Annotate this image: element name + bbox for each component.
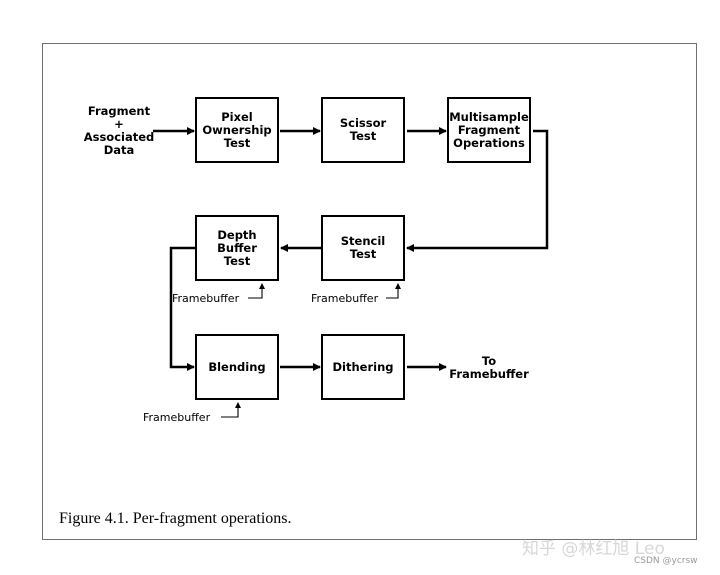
framebuffer-label-stencil: Framebuffer bbox=[311, 292, 379, 305]
watermark-csdn: CSDN @ycrsw bbox=[634, 556, 698, 566]
scissor-test-box: Scissor Test bbox=[321, 97, 405, 163]
pixel-ownership-test-box: Pixel Ownership Test bbox=[195, 97, 279, 163]
arrow-multisample-to-stencil bbox=[406, 129, 549, 252]
framebuffer-label-blending: Framebuffer bbox=[143, 411, 211, 424]
stencil-test-box: Stencil Test bbox=[321, 215, 405, 281]
figure-frame bbox=[42, 43, 697, 540]
arrow-depth-to-blending bbox=[169, 246, 195, 371]
watermark-zhihu: 知乎 @林红旭 Leo bbox=[522, 539, 665, 559]
figure-caption: Figure 4.1. Per-fragment operations. bbox=[59, 510, 292, 527]
multisample-fragment-operations-box: Multisample Fragment Operations bbox=[447, 97, 531, 163]
framebuffer-label-depth: Framebuffer bbox=[172, 292, 240, 305]
framebuffer-arrow-stencil bbox=[386, 283, 401, 299]
depth-buffer-test-box: Depth Buffer Test bbox=[195, 215, 279, 281]
framebuffer-arrow-blending bbox=[221, 402, 241, 418]
input-label: Fragment + Associated Data bbox=[83, 104, 155, 157]
blending-box: Blending bbox=[195, 334, 279, 400]
dithering-box: Dithering bbox=[321, 334, 405, 400]
framebuffer-arrow-depth bbox=[248, 283, 265, 299]
output-label: To Framebuffer bbox=[449, 354, 529, 381]
